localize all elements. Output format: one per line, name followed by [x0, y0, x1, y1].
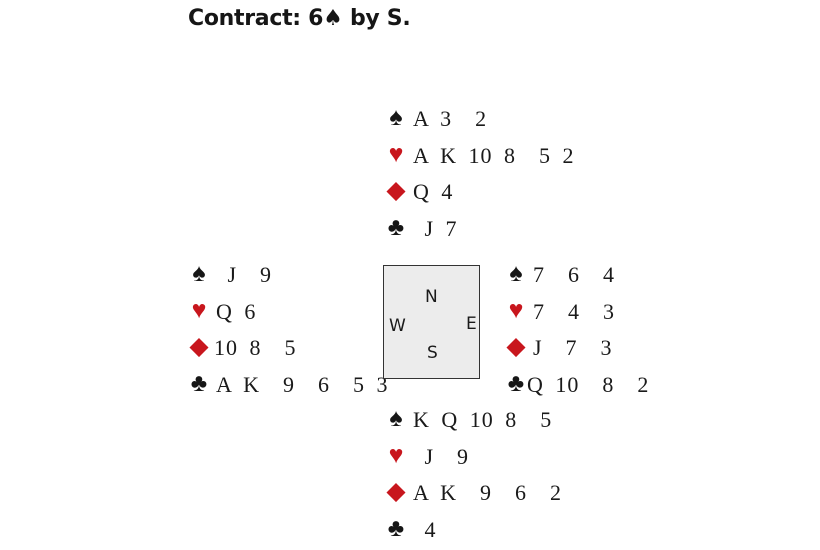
west-clubs-row: ♣ A K 9 6 5 3: [186, 367, 446, 404]
east-spades-row: ♠ 7 6 4: [503, 257, 763, 294]
diamond-icon: ◆: [386, 478, 406, 505]
east-clubs: Q 10 8 2: [527, 371, 650, 397]
west-diamonds: 10 8 5: [214, 335, 297, 360]
west-hearts-row: ♥ Q 6: [186, 294, 446, 331]
south-spades-row: ♠ K Q 10 8 5: [383, 402, 643, 439]
spade-icon: ♠: [509, 260, 523, 287]
east-diamonds-row: ◆ J 7 3: [503, 330, 763, 367]
club-icon: ♣: [387, 514, 405, 542]
spade-icon: ♠: [389, 405, 403, 432]
diamond-icon: ◆: [506, 333, 526, 360]
south-diamonds: A K 9 6 2: [413, 480, 563, 505]
south-hearts: J 9: [413, 443, 470, 469]
diamond-icon: ◆: [189, 333, 209, 360]
north-spades-row: ♠ A 3 2: [383, 101, 643, 138]
west-spades: J 9: [216, 262, 273, 287]
heart-icon: ♥: [191, 296, 207, 324]
club-icon: ♣: [190, 369, 208, 397]
east-clubs-row: ♣Q 10 8 2: [503, 367, 763, 404]
east-diamonds: J 7 3: [533, 335, 613, 360]
north-diamonds-row: ◆ Q 4: [383, 174, 643, 211]
west-hearts: Q 6: [216, 298, 257, 324]
north-clubs-row: ♣ J 7: [383, 211, 643, 248]
south-clubs-row: ♣ 4: [383, 512, 643, 549]
club-icon: ♣: [387, 213, 405, 241]
south-spades: K Q 10 8 5: [413, 407, 553, 432]
north-hearts: A K 10 8 5 2: [413, 142, 575, 168]
west-spades-row: ♠ J 9: [186, 257, 446, 294]
east-hand: ♠ 7 6 4 ♥ 7 4 3 ◆ J 7 3 ♣Q 10 8 2: [503, 257, 763, 403]
compass-west: W: [389, 316, 406, 336]
spade-icon: ♠: [192, 260, 206, 287]
west-diamonds-row: ◆10 8 5: [186, 330, 446, 367]
south-clubs: 4: [413, 516, 437, 542]
north-hand: ♠ A 3 2 ♥ A K 10 8 5 2 ◆ Q 4 ♣ J 7: [383, 101, 643, 247]
heart-icon: ♥: [508, 296, 524, 324]
contract-title: Contract: 6♠ by S.: [188, 6, 411, 31]
compass-south: S: [427, 343, 438, 363]
south-diamonds-row: ◆ A K 9 6 2: [383, 475, 643, 512]
south-hearts-row: ♥ J 9: [383, 439, 643, 476]
west-hand: ♠ J 9 ♥ Q 6 ◆10 8 5 ♣ A K 9 6 5 3: [186, 257, 446, 403]
diamond-icon: ◆: [386, 177, 406, 204]
north-clubs: J 7: [413, 215, 458, 241]
heart-icon: ♥: [388, 140, 404, 168]
heart-icon: ♥: [388, 441, 404, 469]
compass-table: N W E S: [383, 265, 480, 379]
east-spades: 7 6 4: [533, 262, 615, 287]
south-hand: ♠ K Q 10 8 5 ♥ J 9 ◆ A K 9 6 2 ♣ 4: [383, 402, 643, 548]
east-hearts: 7 4 3: [533, 298, 615, 324]
east-hearts-row: ♥ 7 4 3: [503, 294, 763, 331]
west-clubs: A K 9 6 5 3: [216, 371, 389, 397]
spade-icon: ♠: [389, 104, 403, 131]
north-spades: A 3 2: [413, 106, 488, 131]
north-diamonds: Q 4: [413, 179, 454, 204]
north-hearts-row: ♥ A K 10 8 5 2: [383, 138, 643, 175]
club-icon: ♣: [507, 369, 525, 397]
compass-east: E: [466, 314, 477, 334]
compass-north: N: [425, 287, 438, 307]
